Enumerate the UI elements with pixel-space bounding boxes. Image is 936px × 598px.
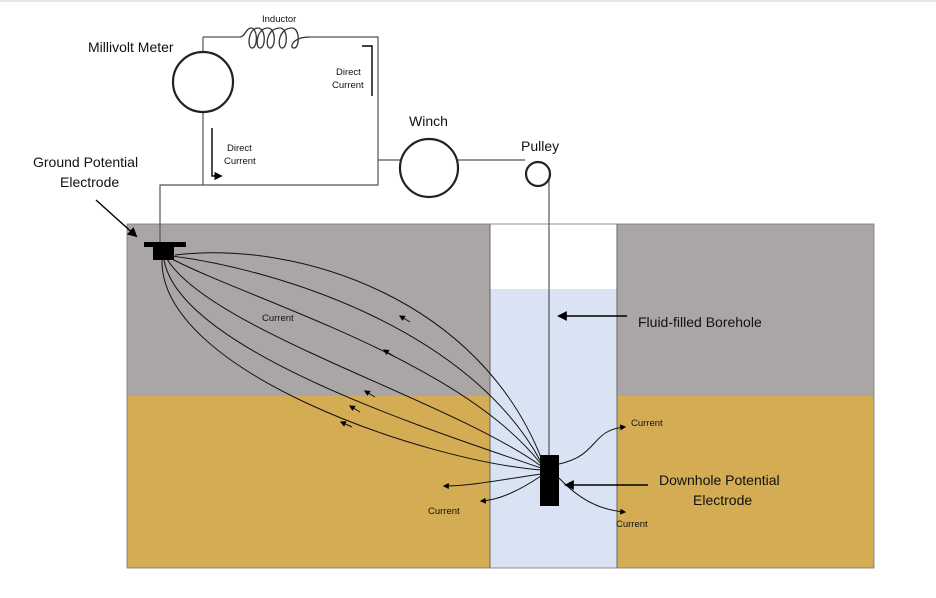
millivolt-meter [171, 50, 235, 114]
inductor-label: Inductor [262, 14, 296, 25]
upper-layer-right [617, 224, 874, 396]
current-label-upper: Current [262, 313, 294, 324]
current-line-2 [171, 255, 542, 463]
current-arrow-4 [348, 405, 361, 413]
current-line-1 [174, 252, 543, 461]
current-arrowheads [339, 315, 411, 428]
direct-current-left-label-1: Direct [227, 143, 252, 154]
ground-outline [126, 223, 875, 569]
current-arrow-3 [363, 390, 376, 398]
ground-electrode-label-1: Ground Potential [33, 154, 138, 170]
current-line-6 [161, 259, 542, 471]
millivolt-meter-label: Millivolt Meter [88, 39, 174, 55]
wire-to-ground-electrode [159, 184, 203, 246]
ground-electrode-plate [144, 242, 186, 247]
borehole-fluid [490, 289, 617, 568]
current-arrow-5 [339, 421, 353, 428]
downhole-electrode-label-2: Electrode [693, 492, 752, 508]
downhole-electrode-label-1: Downhole Potential [659, 472, 780, 488]
ground-electrode-label-2: Electrode [60, 174, 119, 190]
upper-layer-left [127, 224, 490, 396]
winch [398, 137, 460, 199]
current-line-right-upper [558, 424, 627, 465]
current-line-left-lower [442, 473, 542, 489]
direct-current-top-label-1: Direct [336, 67, 361, 78]
ground-potential-electrode [153, 245, 174, 260]
current-label-right-lower: Current [616, 519, 648, 530]
inductor-coil [239, 27, 311, 49]
direct-current-top-label-2: Current [332, 80, 364, 91]
wire-right-loop [203, 36, 379, 186]
current-line-left-lowest [479, 475, 542, 504]
pulley [524, 160, 552, 188]
lower-layer-right [617, 396, 874, 568]
direct-current-arrow-top [362, 45, 373, 96]
downhole-potential-electrode [540, 455, 559, 506]
ground-electrode-pointer [95, 199, 138, 238]
current-line-5 [163, 259, 542, 469]
current-label-right-upper: Current [631, 418, 663, 429]
direct-current-left-label-2: Current [224, 156, 256, 167]
direct-current-arrow-left [211, 128, 223, 181]
lower-layer-left [127, 396, 490, 568]
pulley-label: Pulley [521, 138, 559, 154]
current-arrow-2 [382, 349, 396, 358]
winch-label: Winch [409, 113, 448, 129]
current-label-lower-left: Current [428, 506, 460, 517]
current-line-3 [169, 257, 542, 465]
current-arrow-1 [398, 315, 411, 323]
borehole-label: Fluid-filled Borehole [638, 314, 762, 330]
current-line-4 [166, 258, 542, 467]
